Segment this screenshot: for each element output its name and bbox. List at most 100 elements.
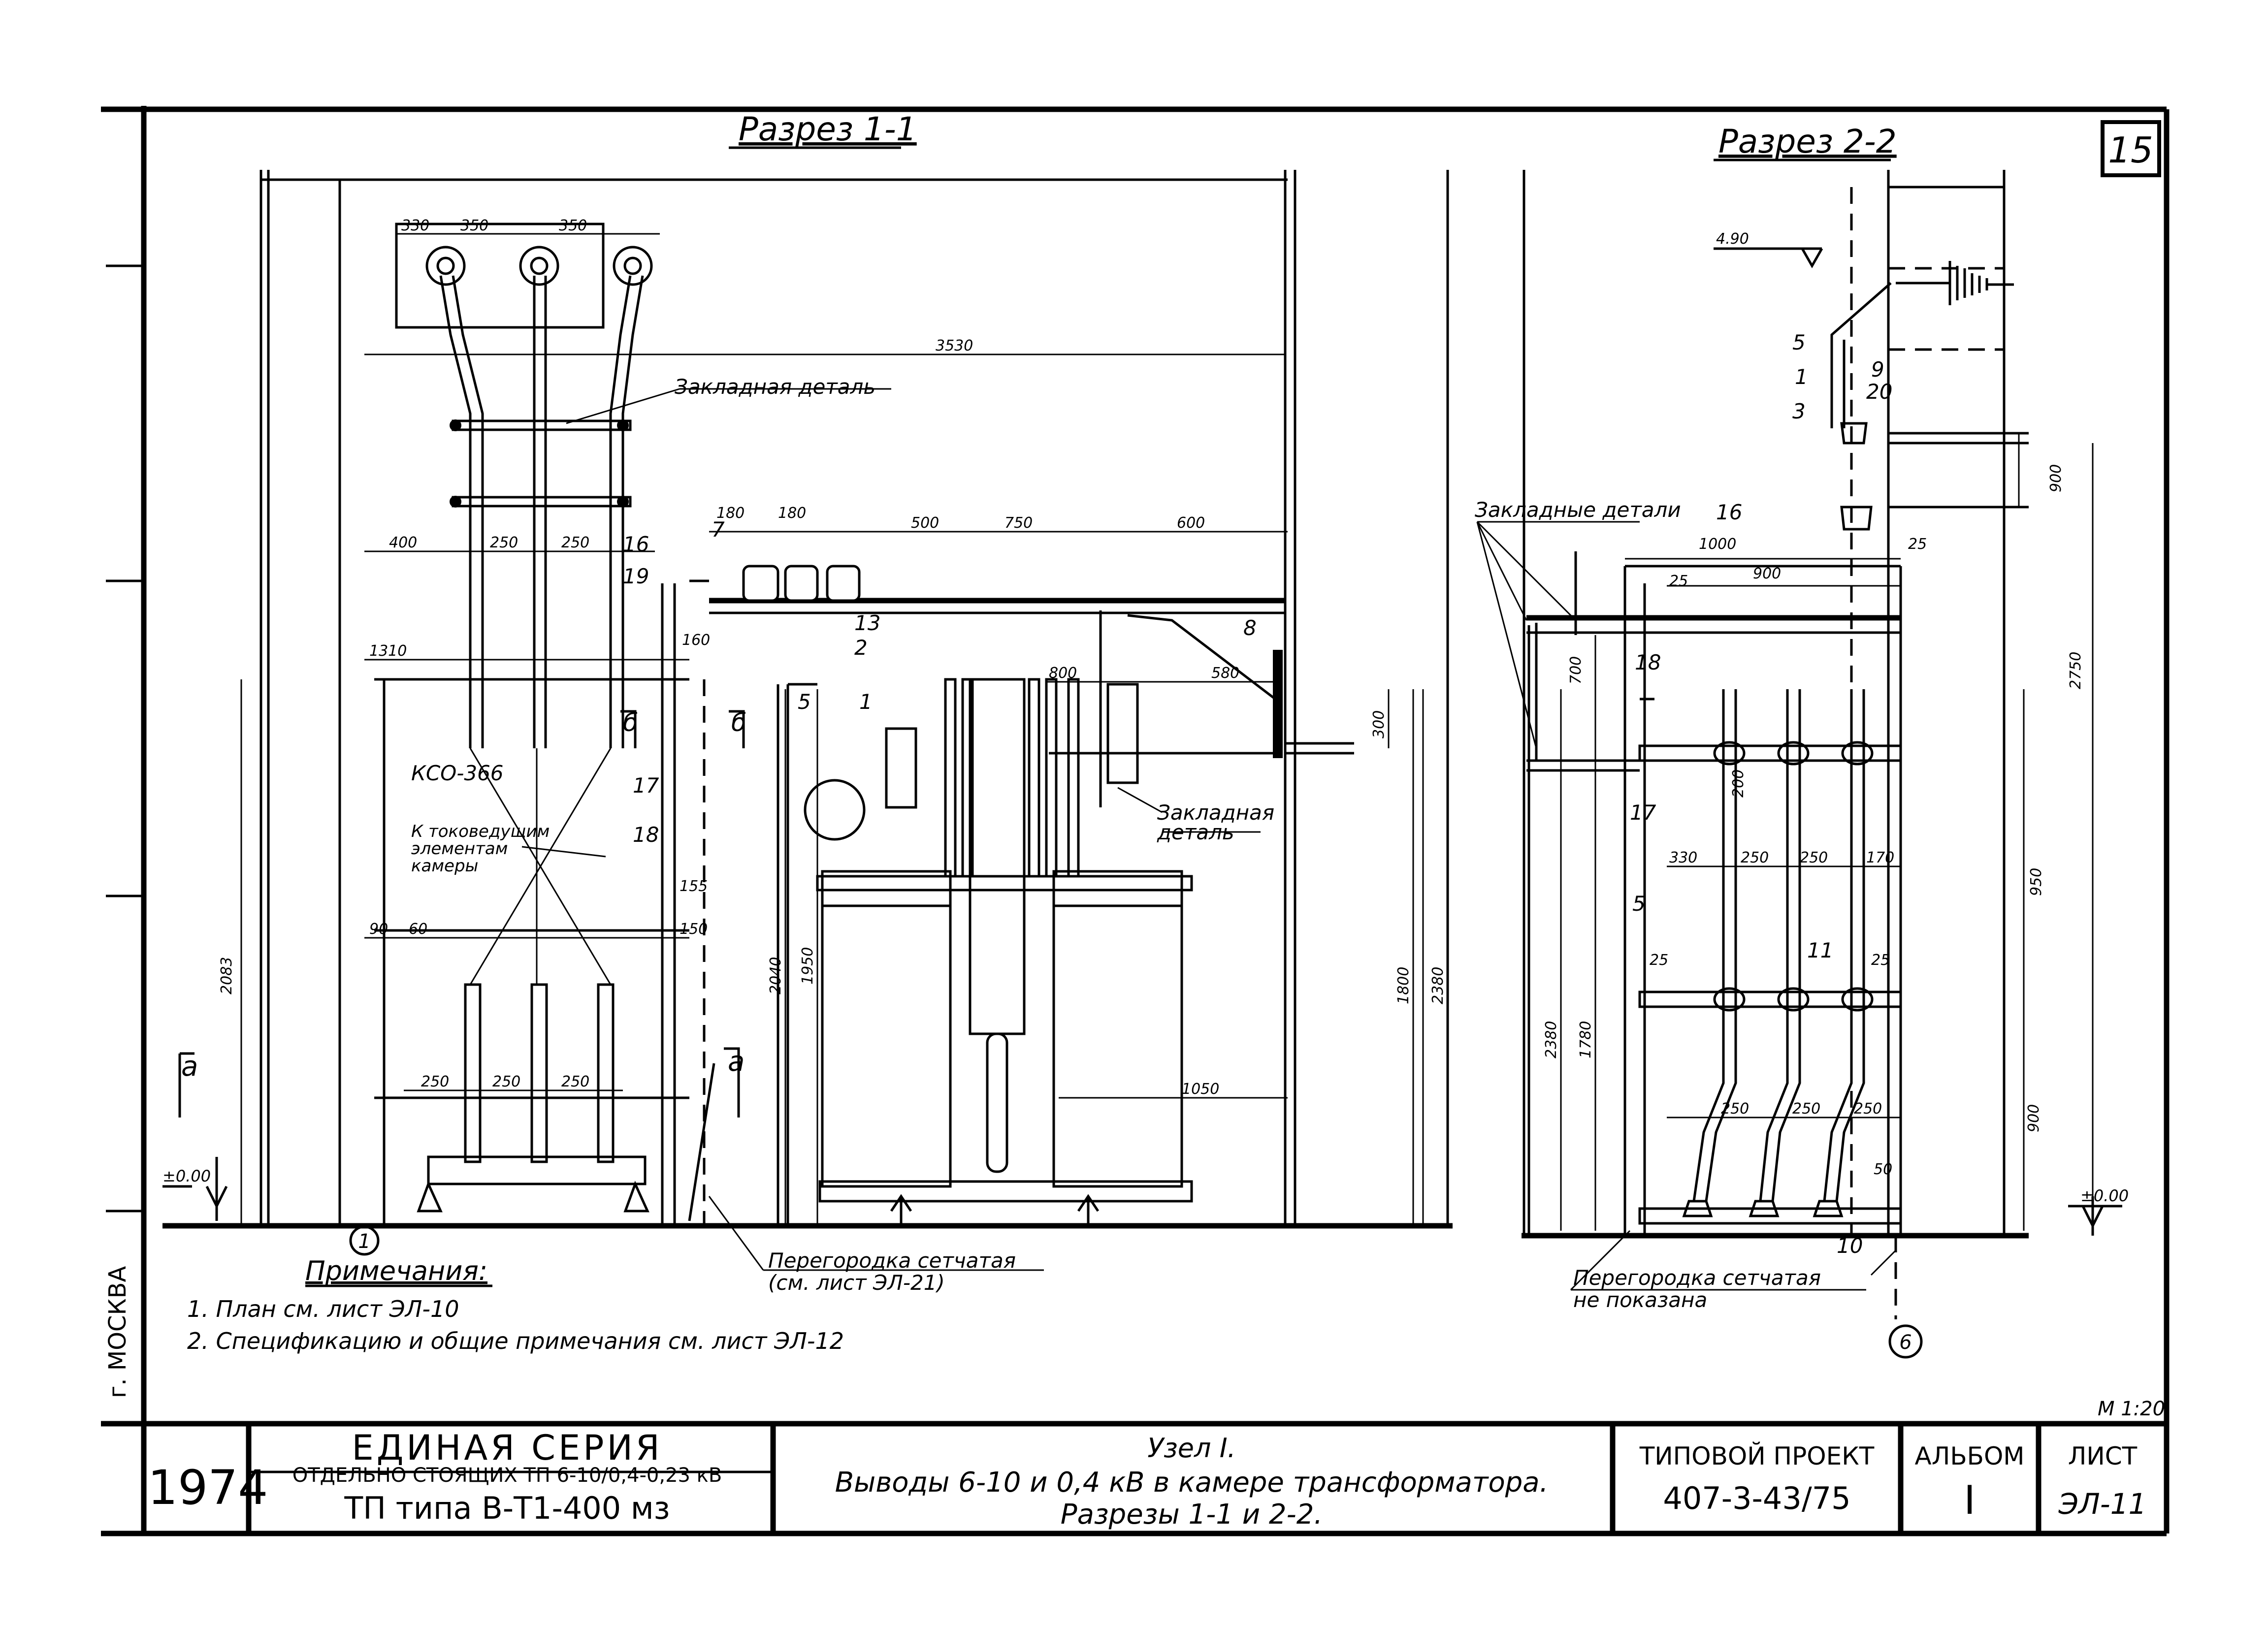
section-2-title: Разрез 2-2	[1718, 123, 1897, 160]
callout-1-16: 16	[623, 532, 649, 556]
dim-1-16: 580	[1211, 665, 1239, 682]
dim-2-5: 25	[1669, 573, 1688, 590]
title-series-3: ТП типа В-Т1-400 мз	[344, 1490, 670, 1526]
dim-1-26: 1800	[1395, 967, 1412, 1004]
dim-1-2: 350	[559, 217, 587, 234]
dim-2-7: 2750	[2067, 652, 2084, 689]
section-2-geometry	[1476, 170, 2122, 1319]
dim-1-6: 250	[561, 534, 589, 551]
callout-1-7: 7	[712, 517, 725, 542]
section-1-callouts: 7 13 2 16 19 1 5 8 17 18	[623, 517, 1257, 847]
callout-1-5: 5	[798, 690, 811, 714]
dim-2-9: 330	[1669, 849, 1697, 866]
section-2-callouts: 5 1 9 20 3 16 18 17 5 11 10	[1630, 330, 1892, 1258]
title-year: 1974	[148, 1460, 268, 1515]
callout-1-17: 17	[633, 773, 659, 798]
dim-1-10: 180	[716, 505, 745, 522]
label-partition-2: (см. лист ЭЛ-21)	[768, 1271, 945, 1295]
dim-1-20: 250	[421, 1073, 449, 1090]
callout-2-11: 11	[1807, 938, 1833, 962]
dim-1-21: 250	[492, 1073, 520, 1090]
dim-2-6: 700	[1567, 656, 1585, 684]
dim-2-22: 50	[1874, 1161, 1892, 1178]
label-to-live-2: элементам	[411, 839, 508, 859]
callout-2-20: 20	[1866, 380, 1892, 404]
title-album-value: I	[1964, 1477, 1976, 1523]
section-mark-b-left: б	[623, 708, 638, 737]
dim-2-18: 250	[1721, 1100, 1749, 1117]
callout-2-17: 17	[1630, 800, 1656, 825]
dim-1-3: 3530	[936, 337, 973, 354]
label-embedded-part-2b: деталь	[1157, 820, 1234, 844]
dim-2-1: 900	[2047, 464, 2065, 492]
section-mark-a-right: а	[728, 1046, 745, 1078]
zero-mark-left: ±0.00	[162, 1167, 211, 1185]
dim-2-13: 950	[2028, 868, 2045, 896]
title-desc-2: Разрезы 1-1 и 2-2.	[1061, 1499, 1323, 1531]
section-2-dimensions: 4.90 900 1000 900 25 25 700 2750 200 330…	[1543, 230, 2084, 1178]
dim-1-24: 2040	[767, 957, 784, 994]
callout-1-8: 8	[1243, 616, 1257, 640]
dim-2-10: 250	[1741, 849, 1769, 866]
dim-2-12: 170	[1866, 849, 1894, 866]
label-embedded-parts: Закладные детали	[1475, 498, 1681, 522]
dim-2-11: 250	[1800, 849, 1828, 866]
dim-1-17: 160	[682, 632, 710, 649]
title-sheet-label: ЛИСТ	[2068, 1442, 2138, 1470]
label-partition-s2-2: не показана	[1573, 1288, 1707, 1312]
label-embedded-part-2a: Закладная	[1157, 800, 1274, 825]
dim-2-21: 900	[2025, 1104, 2042, 1132]
dim-2-16: 2380	[1543, 1021, 1560, 1058]
section-mark-a-left: а	[181, 1051, 198, 1083]
dim-2-8: 200	[1730, 769, 1747, 798]
dim-1-13: 750	[1004, 514, 1033, 532]
dim-1-5: 250	[490, 534, 518, 551]
dim-2-17: 1780	[1577, 1021, 1594, 1058]
title-desc-1: Выводы 6-10 и 0,4 кВ в камере трансформа…	[835, 1467, 1549, 1499]
dim-1-12: 500	[911, 514, 939, 532]
title-sheet-value: ЭЛ-11	[2058, 1487, 2147, 1521]
callout-2-10: 10	[1837, 1234, 1863, 1258]
dim-1-28: 1050	[1182, 1081, 1219, 1098]
dim-1-8: 90	[369, 921, 388, 938]
circle-1: 1	[358, 1230, 370, 1253]
dim-1-23: 2083	[218, 957, 235, 994]
dim-2-2: 1000	[1699, 536, 1736, 553]
note-1: 1. План см. лист ЭЛ-10	[187, 1296, 459, 1322]
sheet-number: 15	[2108, 129, 2153, 171]
note-2: 2. Спецификацию и общие примечания см. л…	[187, 1328, 844, 1354]
dim-1-29: 300	[1370, 710, 1388, 738]
callout-2-16: 16	[1716, 500, 1742, 524]
label-partition-s2-1: Перегородка сетчатая	[1573, 1266, 1821, 1290]
title-project-label: ТИПОВОЙ ПРОЕКТ	[1639, 1441, 1875, 1470]
dim-1-4: 400	[389, 534, 417, 551]
callout-1-18: 18	[633, 823, 659, 847]
callout-1-2: 2	[854, 636, 868, 660]
notes-heading: Примечания:	[305, 1255, 487, 1286]
sheet-frame	[101, 106, 2170, 1536]
callout-1-1: 1	[859, 690, 873, 714]
label-kso: КСО-366	[411, 761, 504, 785]
label-to-live-3: камеры	[411, 856, 478, 876]
callout-2-3: 3	[1792, 399, 1806, 423]
dim-1-22: 250	[561, 1073, 589, 1090]
section-mark-b-right: б	[731, 708, 746, 737]
dim-2-20: 250	[1854, 1100, 1882, 1117]
dim-1-1: 350	[460, 217, 488, 234]
title-series-2: ОТДЕЛЬНО СТОЯЩИХ ТП 6-10/0,4-0,23 кВ	[292, 1464, 722, 1487]
dim-1-18: 155	[680, 878, 708, 895]
dim-1-7: 1310	[369, 642, 407, 660]
circle-6: 6	[1899, 1331, 1912, 1354]
title-album-label: АЛЬБОМ	[1915, 1442, 2025, 1470]
dim-2-19: 250	[1792, 1100, 1820, 1117]
title-node: Узел I.	[1147, 1433, 1236, 1464]
callout-2-18: 18	[1635, 650, 1661, 674]
dim-1-15: 800	[1049, 665, 1077, 682]
dim-1-25: 1950	[799, 947, 816, 985]
label-embedded-part: Закладная деталь	[675, 375, 875, 399]
dim-1-11: 180	[778, 505, 806, 522]
dim-2-4: 25	[1908, 536, 1927, 553]
title-project-value: 407-3-43/75	[1663, 1480, 1850, 1516]
callout-1-13: 13	[854, 611, 880, 635]
